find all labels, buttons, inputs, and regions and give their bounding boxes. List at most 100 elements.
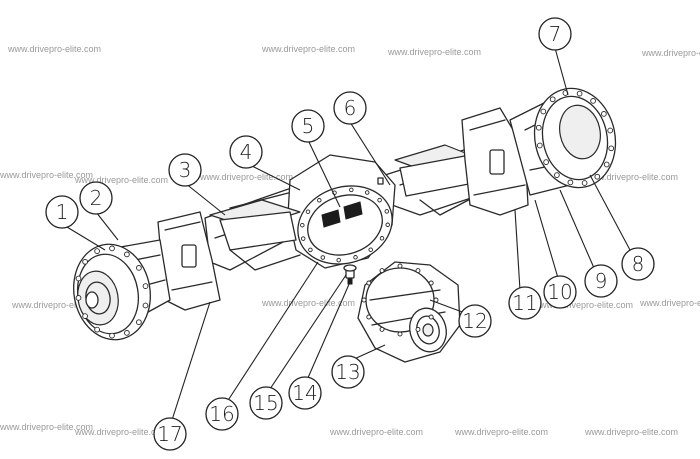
leader-1 (61, 223, 106, 251)
callout-circle (584, 264, 618, 298)
bolt (543, 159, 549, 165)
callout-label: 3 (179, 158, 192, 182)
bolt (317, 198, 322, 203)
bolt (379, 268, 385, 274)
bolt (305, 209, 311, 214)
callout-9: 9 (584, 264, 618, 298)
bolt (385, 222, 390, 228)
bolt (590, 98, 596, 104)
callout-13: 13 (331, 355, 365, 389)
callout-circle (621, 247, 655, 281)
callout-17: 17 (153, 417, 187, 451)
leader-5 (307, 139, 341, 208)
callout-layer (61, 47, 631, 421)
bolt (377, 197, 382, 203)
leader-13 (351, 344, 386, 361)
bolt (603, 161, 610, 168)
bolt (364, 190, 370, 195)
watermark-text: www.drivepro-elite.com (0, 170, 93, 180)
callout-circle (79, 181, 113, 215)
callout-label: 7 (549, 22, 562, 46)
callout-label: 13 (335, 360, 360, 384)
callout-label: 16 (209, 402, 234, 426)
bolt (308, 247, 313, 253)
differential-bolt-ring (361, 263, 439, 337)
bolt (428, 314, 434, 320)
leader-16 (224, 261, 319, 406)
left-hub-assembly (73, 211, 221, 341)
bolt (576, 90, 583, 97)
callout-label: 4 (240, 140, 253, 164)
watermark-text: www.drivepro-elite.com (261, 298, 355, 308)
bolt (75, 295, 82, 301)
housing-bolt-ring (300, 187, 390, 263)
leader-9 (559, 189, 595, 269)
bolt (594, 173, 601, 180)
callout-11: 11 (508, 286, 542, 320)
callout-4: 4 (229, 135, 263, 169)
callout-circle (249, 386, 283, 420)
callout-label: 10 (547, 280, 572, 304)
bolt (581, 180, 588, 186)
leader-8 (589, 174, 631, 251)
callout-15: 15 (249, 386, 283, 420)
callout-circle (331, 355, 365, 389)
callout-1: 1 (45, 195, 79, 229)
watermark-text: www.drivepro-elite.com (74, 427, 168, 437)
bolt (366, 280, 372, 286)
callout-circle (45, 195, 79, 229)
bolt (136, 265, 142, 271)
callout-circle (538, 17, 572, 51)
bolt (349, 187, 354, 193)
bolt (397, 331, 403, 337)
leader-3 (184, 182, 226, 216)
bolt (142, 283, 149, 289)
bolt (540, 108, 547, 115)
watermark-text: www.drivepro-elite.com (261, 44, 355, 54)
callout-circle (291, 109, 325, 143)
callout-3: 3 (168, 153, 202, 187)
callout-circle (229, 135, 263, 169)
right-hub-bolt-ring (535, 90, 615, 186)
bolt (82, 313, 88, 319)
bolt (109, 332, 115, 339)
callout-circle (205, 397, 239, 431)
watermark-text: www.drivepro-elite.com (329, 427, 423, 437)
leader-15 (267, 274, 347, 393)
callout-label: 17 (157, 422, 182, 446)
bolt (608, 145, 615, 152)
leader-2 (95, 211, 119, 241)
watermark-text: www.drivepro-elite.com (199, 172, 293, 182)
callout-circle (168, 153, 202, 187)
callout-label: 15 (253, 391, 278, 415)
watermark-text: www.drivepro-elite.com (641, 48, 700, 58)
bolt (320, 255, 326, 260)
bolt (124, 330, 130, 336)
bolt (361, 297, 367, 303)
bolt (567, 179, 574, 186)
watermark-text: www.drivepro-elite.com (74, 175, 168, 185)
callout-6: 6 (333, 91, 367, 125)
callout-14: 14 (288, 376, 322, 410)
callout-circle (153, 417, 187, 451)
watermark-text: www.drivepro-elite.com (0, 422, 93, 432)
bolt (353, 255, 358, 260)
leader-12 (429, 299, 466, 314)
watermark-text: www.drivepro-elite.com (639, 298, 700, 308)
bolt (82, 258, 88, 265)
fill-plug (343, 264, 357, 285)
callout-label: 1 (56, 200, 69, 224)
callout-label: 2 (90, 186, 103, 210)
bolt (124, 251, 130, 258)
bolt (607, 127, 614, 134)
bolt (535, 124, 542, 131)
callout-label: 11 (512, 291, 537, 315)
callout-circle (288, 376, 322, 410)
callout-12: 12 (458, 304, 492, 338)
callout-circle (508, 286, 542, 320)
leader-17 (171, 301, 211, 421)
axle-housing (204, 144, 491, 271)
bolt (94, 248, 100, 254)
